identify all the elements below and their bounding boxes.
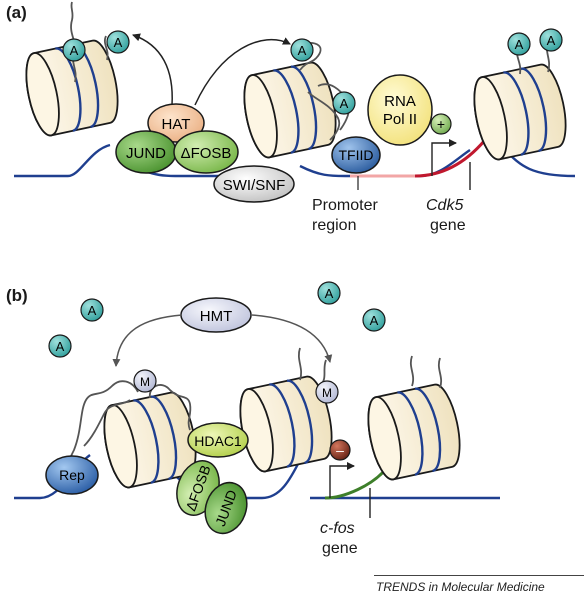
footer-rule [374,575,584,576]
nucleosome-b3 [367,383,461,481]
svg-text:SWI/SNF: SWI/SNF [223,177,286,194]
methyl-mark: M [133,369,157,393]
svg-text:ΔFOSB: ΔFOSB [181,145,232,162]
nucleosome-a3 [473,63,567,161]
panel-b: HMT M M A A A A [14,281,500,535]
svg-text:–: – [336,442,344,458]
svg-text:Rep: Rep [59,467,85,483]
svg-text:RNA: RNA [384,93,416,110]
acetyl-mark: A [62,38,86,62]
svg-text:A: A [547,33,556,48]
nucleosome-b1 [103,391,197,489]
jund-protein: JUND [115,130,177,174]
svg-text:A: A [56,339,65,354]
acetyl-mark: A [80,298,104,322]
acetyl-mark: A [332,91,356,115]
acetyl-mark: A [317,281,341,305]
hmt-arrow-left [112,314,183,367]
acetyl-mark: A [106,30,130,54]
nucleosome-a2 [243,61,337,159]
panel-a-label: (a) [6,3,27,22]
repression-minus-icon: – [329,439,351,461]
svg-text:A: A [114,35,123,50]
svg-text:HAT: HAT [162,116,191,133]
gene-word-b: gene [322,540,358,557]
svg-text:JUND: JUND [126,145,166,162]
rna-pol-ii: RNA Pol II [367,74,433,146]
svg-text:M: M [322,386,332,400]
svg-text:A: A [370,313,379,328]
hat-arrow-left [132,33,173,106]
svg-text:HMT: HMT [200,308,233,325]
acetyl-mark: A [362,308,386,332]
acetyl-mark: A [539,28,563,52]
svg-text:+: + [437,116,445,132]
promoter-label-line2: region [312,217,357,234]
activation-plus-icon: + [430,113,452,135]
svg-text:A: A [88,303,97,318]
nucleosome-b2 [239,375,333,473]
repressor-protein: Rep [45,455,99,495]
svg-text:A: A [340,96,349,111]
gene-name-cfos: c-fos [320,520,355,537]
swi-snf-complex: SWI/SNF [213,165,295,203]
histone-tails-a [70,1,551,141]
panel-a: A A A A A A HAT [14,1,576,203]
svg-text:Pol II: Pol II [383,111,417,128]
svg-text:A: A [515,37,524,52]
gene-name-cdk5: Cdk5 [426,197,464,214]
hmt-enzyme: HMT [180,297,252,333]
acetyl-mark: A [48,334,72,358]
panel-b-label: (b) [6,286,28,305]
hdac1-enzyme: HDAC1 [187,422,249,458]
journal-footer: TRENDS in Molecular Medicine [376,580,545,594]
hmt-arrow-right [251,314,333,363]
svg-text:M: M [140,375,150,389]
hat-arrow-right [194,37,291,106]
svg-text:A: A [325,286,334,301]
dfosb-protein: ΔFOSB [173,130,239,174]
svg-text:A: A [70,43,79,58]
promoter-label-line1: Promoter [312,197,378,214]
svg-text:HDAC1: HDAC1 [194,433,242,449]
acetyl-mark: A [507,32,531,56]
methyl-mark: M [315,380,339,404]
gene-word-a: gene [430,217,466,234]
hat-enzyme: HAT [147,103,205,143]
svg-text:TFIID: TFIID [339,147,374,163]
tfiid-complex: TFIID [331,136,381,174]
jund-protein: JUND [204,481,248,535]
tss-arrow-a [431,139,457,176]
svg-text:A: A [298,43,307,58]
acetyl-mark: A [290,38,314,62]
tss-arrow-b [329,462,355,498]
